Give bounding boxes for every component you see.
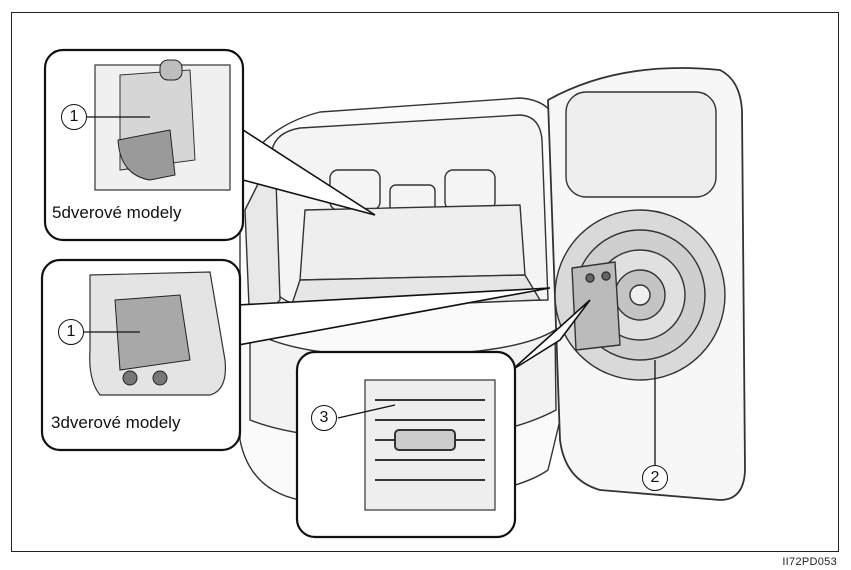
figure-code: II72PD053	[782, 556, 837, 568]
door-window	[565, 91, 717, 198]
inset-bottom-box	[295, 350, 517, 539]
caption-3-door: 3dverové modely	[51, 413, 181, 432]
callout-3: 3	[311, 405, 337, 431]
figure-frame	[11, 12, 839, 552]
callout-2: 2	[642, 465, 668, 491]
seat-backs	[299, 204, 526, 281]
cover-bolt-left	[585, 273, 595, 283]
caption-5-door: 5dverové modely	[52, 203, 182, 222]
inset-middle-box	[40, 258, 242, 452]
tire-cover-plate	[571, 261, 621, 351]
leader-bottom	[511, 299, 591, 371]
inset-top-box	[43, 48, 245, 242]
callout-1-middle: 1	[58, 319, 84, 345]
callout-1-top: 1	[61, 104, 87, 130]
cover-bolt-right	[601, 271, 611, 281]
